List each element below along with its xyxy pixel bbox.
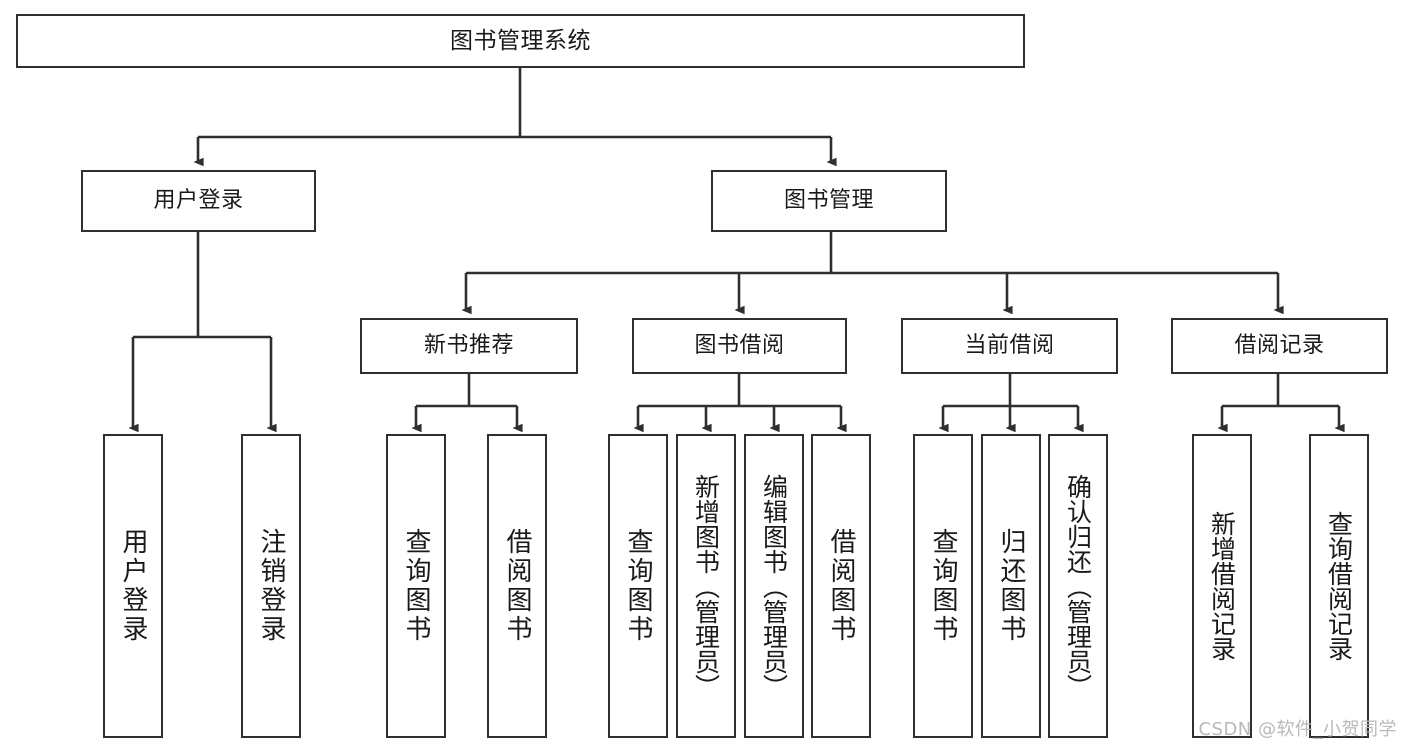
leaf-query-borrow-record[interactable]: 查询借阅记录 bbox=[1309, 434, 1369, 738]
leaf-add-book-admin[interactable]: 新增图书（管理员） bbox=[676, 434, 736, 738]
node-label: 用户登录 bbox=[153, 188, 244, 214]
node-label: 查询图书 bbox=[928, 528, 958, 644]
node-label: 注销登录 bbox=[256, 528, 286, 644]
node-book-borrow[interactable]: 图书借阅 bbox=[632, 318, 847, 374]
node-label: 新增借阅记录 bbox=[1207, 511, 1237, 661]
node-book-management-system[interactable]: 图书管理系统 bbox=[16, 14, 1025, 68]
node-label: 查询图书 bbox=[401, 528, 431, 644]
leaf-add-borrow-record[interactable]: 新增借阅记录 bbox=[1192, 434, 1252, 738]
node-label: 借阅图书 bbox=[502, 528, 532, 644]
node-label: 查询借阅记录 bbox=[1324, 511, 1354, 661]
node-label: 新增图书（管理员） bbox=[691, 473, 721, 699]
leaf-borrow-book-1[interactable]: 借阅图书 bbox=[487, 434, 547, 738]
leaf-user-login[interactable]: 用户登录 bbox=[103, 434, 163, 738]
node-label: 图书管理 bbox=[783, 188, 874, 214]
node-book-management[interactable]: 图书管理 bbox=[711, 170, 947, 232]
leaf-query-book-3[interactable]: 查询图书 bbox=[913, 434, 973, 738]
node-label: 借阅图书 bbox=[826, 528, 856, 644]
node-borrow-record[interactable]: 借阅记录 bbox=[1171, 318, 1388, 374]
leaf-query-book-1[interactable]: 查询图书 bbox=[386, 434, 446, 738]
node-label: 归还图书 bbox=[996, 528, 1026, 644]
node-label: 图书管理系统 bbox=[450, 27, 591, 54]
leaf-return-book[interactable]: 归还图书 bbox=[981, 434, 1041, 738]
node-label: 用户登录 bbox=[118, 528, 148, 644]
node-current-borrow[interactable]: 当前借阅 bbox=[901, 318, 1118, 374]
leaf-logout-login[interactable]: 注销登录 bbox=[241, 434, 301, 738]
leaf-confirm-return-admin[interactable]: 确认归还（管理员） bbox=[1048, 434, 1108, 738]
node-label: 查询图书 bbox=[623, 528, 653, 644]
leaf-query-book-2[interactable]: 查询图书 bbox=[608, 434, 668, 738]
watermark-text: CSDN @软件_小贺同学 bbox=[1198, 719, 1397, 740]
node-label: 编辑图书（管理员） bbox=[759, 473, 789, 699]
node-label: 新书推荐 bbox=[423, 333, 514, 359]
node-label: 当前借阅 bbox=[964, 333, 1055, 359]
node-label: 借阅记录 bbox=[1234, 333, 1325, 359]
node-label: 确认归还（管理员） bbox=[1063, 473, 1093, 699]
node-user-login[interactable]: 用户登录 bbox=[81, 170, 316, 232]
node-new-book-recommend[interactable]: 新书推荐 bbox=[360, 318, 578, 374]
leaf-edit-book-admin[interactable]: 编辑图书（管理员） bbox=[744, 434, 804, 738]
leaf-borrow-book-2[interactable]: 借阅图书 bbox=[811, 434, 871, 738]
node-label: 图书借阅 bbox=[694, 333, 785, 359]
